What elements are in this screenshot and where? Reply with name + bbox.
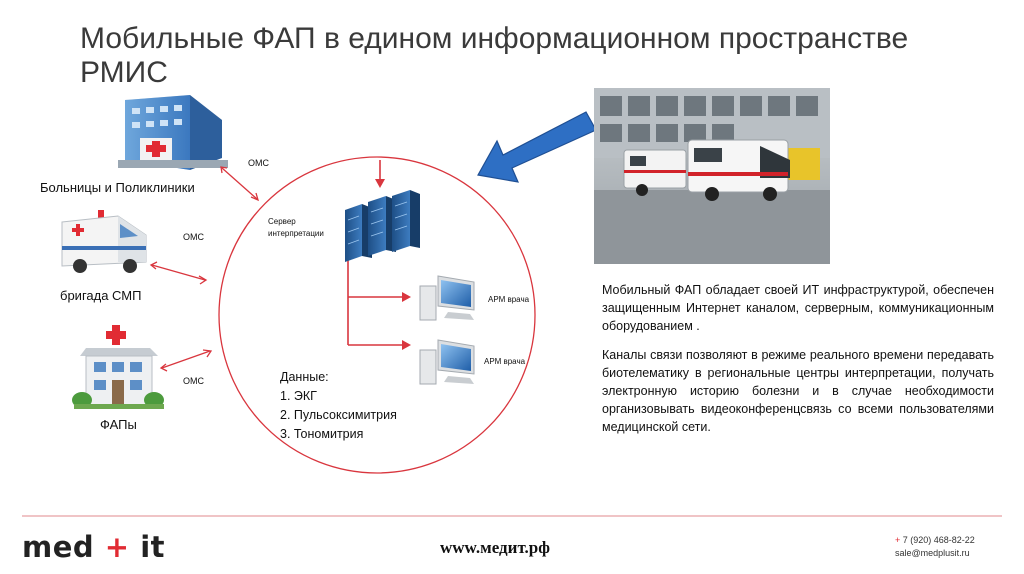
server-label-line-2: интерпретации: [268, 229, 324, 238]
logo-text-right: it: [140, 530, 165, 564]
oms-label-2: ОМС: [183, 232, 204, 242]
email-link[interactable]: sale@medplusit.ru: [895, 548, 970, 558]
ambulance-label: бригада СМП: [60, 288, 142, 303]
workstation-label-1: АРМ врача: [488, 295, 530, 304]
oms-label-1: ОМС: [248, 158, 269, 168]
hospital-icon: [118, 95, 228, 170]
page-title: Мобильные ФАП в едином информационном пр…: [80, 22, 909, 89]
data-block: Данные: 1. ЭКГ 2. Пульсоксимитрия 3. Тон…: [280, 368, 397, 444]
logo-plus: +: [104, 530, 130, 564]
site-url-link[interactable]: www.медит.рф: [440, 538, 550, 557]
server-label: Сервер интерпретации: [268, 216, 324, 240]
data-item-tono: 3. Тономитрия: [280, 427, 364, 441]
ambulance-icon: [61, 210, 147, 273]
description-paragraph-1: Мобильный ФАП обладает своей ИТ инфрастр…: [602, 283, 994, 333]
data-item-ecg: 1. ЭКГ: [280, 389, 317, 403]
fap-label: ФАПы: [100, 417, 137, 432]
mobile-fap-photo: [594, 88, 830, 264]
oms-label-3: ОМС: [183, 376, 204, 386]
workstation-icon-2: [419, 339, 475, 385]
data-heading: Данные:: [280, 370, 329, 384]
medit-logo: med + it: [22, 530, 165, 564]
blue-arrow: [477, 111, 597, 183]
server-icon: [345, 190, 420, 262]
data-item-pulse: 2. Пульсоксимитрия: [280, 408, 397, 422]
server-label-line-1: Сервер: [268, 217, 296, 226]
logo-text-left: med: [22, 530, 95, 564]
workstation-label-2: АРМ врача: [484, 357, 526, 366]
oms-connectors: [149, 166, 260, 372]
phone-number: + 7 (920) 468-82-22: [895, 535, 975, 545]
description-paragraph-2: Каналы связи позволяют в режиме реальног…: [602, 348, 994, 434]
hospitals-label: Больницы и Поликлиники: [40, 180, 195, 195]
fap-building-icon: [72, 325, 164, 409]
workstation-icon-1: [419, 275, 475, 321]
phone-plus: +: [895, 535, 901, 545]
server-arrows: [347, 160, 411, 350]
network-circle: [218, 156, 536, 474]
phone-text: 7 (920) 468-82-22: [900, 535, 975, 545]
